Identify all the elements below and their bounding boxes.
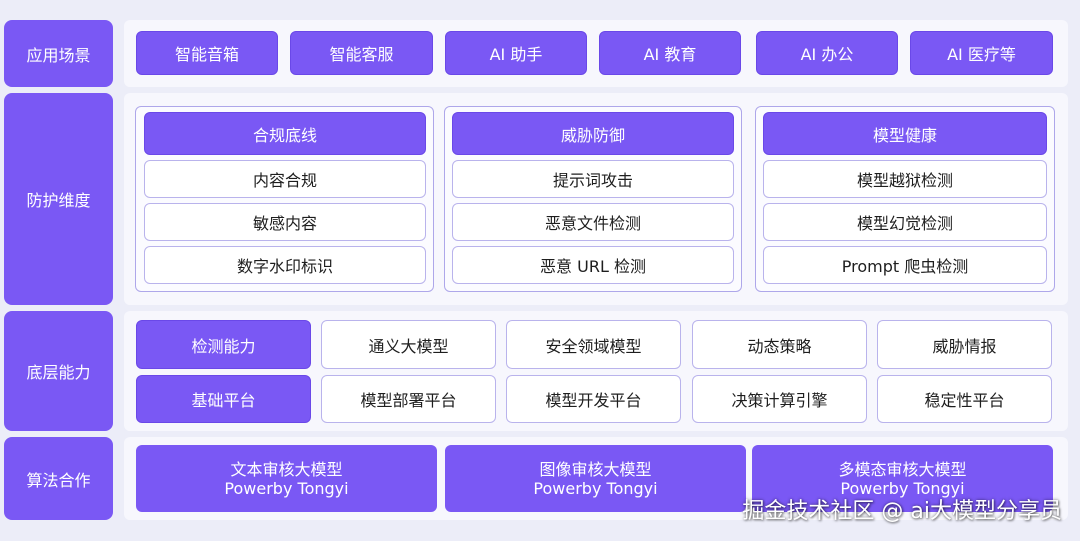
- protection-panel: 合规底线 内容合规 敏感内容 数字水印标识 威胁防御 提示词攻击 恶意文件检测 …: [124, 93, 1068, 305]
- scenario-ai-medical[interactable]: AI 医疗等: [910, 31, 1053, 75]
- capability-security-model[interactable]: 安全领域模型: [506, 320, 681, 369]
- group-title-compliance[interactable]: 合规底线: [144, 112, 426, 155]
- capability-tongyi-model[interactable]: 通义大模型: [321, 320, 496, 369]
- protection-group-threat: 威胁防御 提示词攻击 恶意文件检测 恶意 URL 检测: [444, 106, 742, 292]
- algo-image-review[interactable]: 图像审核大模型 Powerby Tongyi: [445, 445, 746, 512]
- capability-dynamic-policy[interactable]: 动态策略: [692, 320, 867, 369]
- item-malicious-url[interactable]: 恶意 URL 检测: [452, 246, 734, 284]
- item-sensitive-content[interactable]: 敏感内容: [144, 203, 426, 241]
- item-content-compliance[interactable]: 内容合规: [144, 160, 426, 198]
- algo-text-review-sub: Powerby Tongyi: [224, 478, 349, 498]
- item-hallucination-detect[interactable]: 模型幻觉检测: [763, 203, 1047, 241]
- capability-stability-platform[interactable]: 稳定性平台: [877, 375, 1052, 423]
- row-label-protection: 防护维度: [4, 93, 113, 305]
- protection-group-model-health: 模型健康 模型越狱检测 模型幻觉检测 Prompt 爬虫检测: [755, 106, 1055, 292]
- group-title-model-health[interactable]: 模型健康: [763, 112, 1047, 155]
- watermark-text: 掘金技术社区 @ ai大模型分享员: [742, 499, 1062, 524]
- scenario-ai-education[interactable]: AI 教育: [599, 31, 741, 75]
- capability-head-platform[interactable]: 基础平台: [136, 375, 311, 423]
- row-label-scenarios: 应用场景: [4, 20, 113, 87]
- protection-group-compliance: 合规底线 内容合规 敏感内容 数字水印标识: [135, 106, 434, 292]
- item-digital-watermark[interactable]: 数字水印标识: [144, 246, 426, 284]
- item-malicious-file[interactable]: 恶意文件检测: [452, 203, 734, 241]
- algo-text-review-name: 文本审核大模型: [230, 459, 343, 479]
- row-label-algorithm: 算法合作: [4, 437, 113, 520]
- item-prompt-attack[interactable]: 提示词攻击: [452, 160, 734, 198]
- scenario-smart-speaker[interactable]: 智能音箱: [136, 31, 278, 75]
- scenario-ai-office[interactable]: AI 办公: [756, 31, 898, 75]
- algo-image-review-name: 图像审核大模型: [539, 459, 652, 479]
- algorithm-panel: 文本审核大模型 Powerby Tongyi 图像审核大模型 Powerby T…: [124, 437, 1068, 520]
- capability-decision-engine[interactable]: 决策计算引擎: [692, 375, 867, 423]
- capability-panel: 检测能力 通义大模型 安全领域模型 动态策略 威胁情报 基础平台 模型部署平台 …: [124, 311, 1068, 431]
- scenarios-panel: 智能音箱 智能客服 AI 助手 AI 教育 AI 办公 AI 医疗等: [124, 20, 1068, 87]
- capability-threat-intel[interactable]: 威胁情报: [877, 320, 1052, 369]
- row-label-capability: 底层能力: [4, 311, 113, 431]
- capability-head-detection[interactable]: 检测能力: [136, 320, 311, 369]
- algo-multimodal-review-name: 多模态审核大模型: [838, 459, 967, 479]
- algo-multimodal-review-sub: Powerby Tongyi: [840, 478, 965, 498]
- group-title-threat[interactable]: 威胁防御: [452, 112, 734, 155]
- algo-text-review[interactable]: 文本审核大模型 Powerby Tongyi: [136, 445, 437, 512]
- capability-dev-platform[interactable]: 模型开发平台: [506, 375, 681, 423]
- algo-multimodal-review[interactable]: 多模态审核大模型 Powerby Tongyi: [752, 445, 1053, 512]
- item-jailbreak-detect[interactable]: 模型越狱检测: [763, 160, 1047, 198]
- algo-image-review-sub: Powerby Tongyi: [533, 478, 658, 498]
- scenario-ai-assistant[interactable]: AI 助手: [445, 31, 587, 75]
- scenario-smart-cs[interactable]: 智能客服: [290, 31, 433, 75]
- capability-deploy-platform[interactable]: 模型部署平台: [321, 375, 496, 423]
- item-prompt-crawler-detect[interactable]: Prompt 爬虫检测: [763, 246, 1047, 284]
